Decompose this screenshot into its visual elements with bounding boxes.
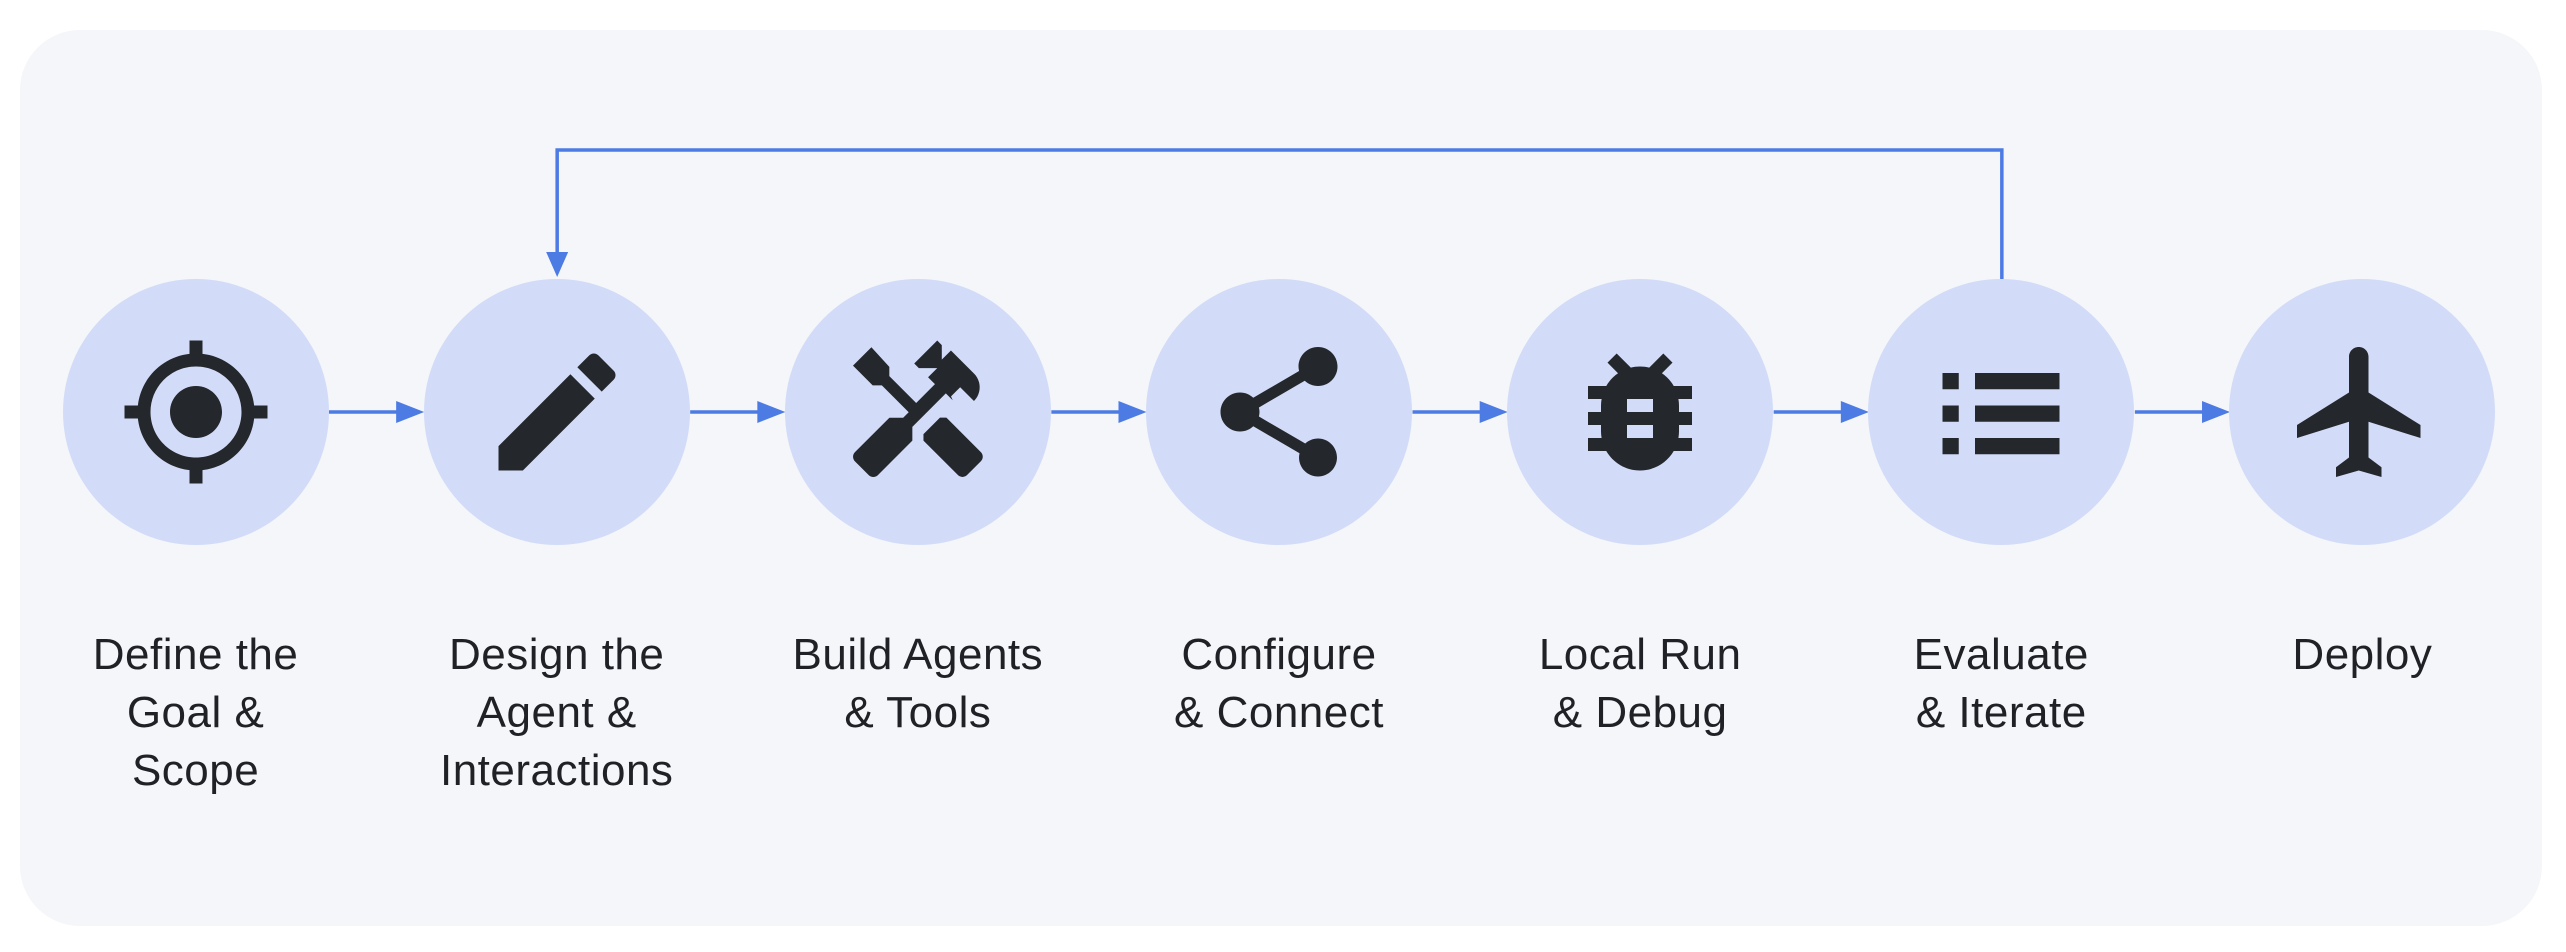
airplane-icon (2297, 347, 2421, 477)
step-label-configure-connect: Configure& Connect (1174, 630, 1384, 737)
step-circle-design-agent-interactions (423, 279, 690, 545)
pencil-icon (498, 353, 616, 471)
list-icon (1942, 373, 2060, 455)
step-circle-evaluate-iterate (1868, 279, 2135, 545)
step-build-agents-tools: Build Agents& Tools (737, 279, 1098, 800)
step-circle-define-goal-scope (62, 279, 329, 545)
step-circle-local-run-debug (1507, 279, 1774, 545)
step-label-build-agents-tools: Build Agents& Tools (792, 630, 1044, 737)
step-circle-build-agents-tools (784, 279, 1051, 545)
step-local-run-debug: Local Run& Debug (1460, 279, 1821, 800)
step-label-deploy: Deploy (2292, 630, 2433, 679)
step-label-evaluate-iterate: Evaluate& Iterate (1913, 630, 2089, 737)
share-icon (1220, 347, 1338, 477)
step-deploy: Deploy (2182, 279, 2543, 800)
step-configure-connect: Configure& Connect (1098, 279, 1459, 800)
tools-icon (852, 340, 983, 478)
step-circle-configure-connect (1145, 279, 1412, 545)
target-icon (124, 340, 268, 484)
bug-icon (1588, 353, 1693, 471)
step-evaluate-iterate: Evaluate& Iterate (1821, 279, 2182, 800)
step-circle-deploy (2229, 279, 2496, 545)
step-label-local-run-debug: Local Run& Debug (1538, 630, 1742, 737)
